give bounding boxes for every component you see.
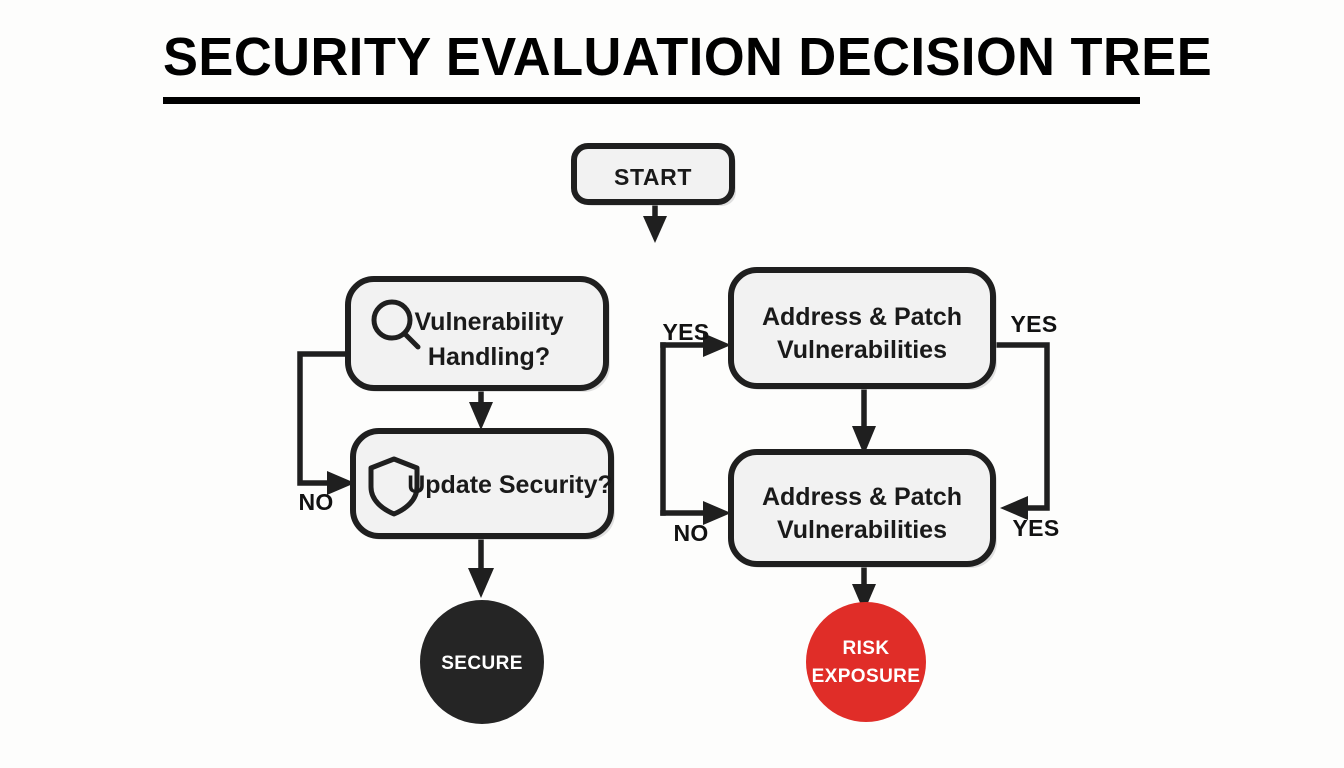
node-update-security[interactable]: Update Security?	[350, 428, 615, 540]
edge-label-yes-top: YES	[663, 319, 710, 345]
node-address-patch-bottom-label-line1: Address & Patch	[762, 483, 962, 511]
connector-no-to-address-bottom	[660, 501, 731, 525]
connector-vuln-to-update	[469, 385, 493, 430]
search-icon	[371, 299, 421, 350]
edge-label-no-left: NO	[298, 489, 333, 515]
node-update-security-label: Update Security?	[407, 471, 613, 499]
node-address-patch-top[interactable]: Address & Patch Vulnerabilities	[728, 267, 997, 390]
title-block: SECURITY EVALUATION DECISION TREE	[163, 26, 1213, 104]
node-start-label: START	[614, 164, 692, 190]
shield-icon	[368, 456, 420, 517]
node-address-patch-bottom[interactable]: Address & Patch Vulnerabilities	[728, 449, 997, 568]
node-risk-exposure-terminal[interactable]: RISK EXPOSURE	[806, 602, 926, 722]
node-address-patch-top-label-line1: Address & Patch	[762, 303, 962, 331]
page-title: SECURITY EVALUATION DECISION TREE	[163, 27, 1213, 87]
connector-address-top-to-bottom	[852, 387, 876, 455]
node-address-patch-bottom-label-line2: Vulnerabilities	[777, 516, 947, 544]
connector-yes-right-loop	[994, 342, 1050, 520]
connector-no-left-loop	[297, 351, 355, 495]
title-underline-rule	[163, 97, 1140, 104]
connector-start-down	[643, 202, 667, 243]
edge-label-yes-right-lower: YES	[1013, 515, 1060, 541]
node-secure-label: SECURE	[441, 653, 523, 674]
connector-update-to-secure	[468, 537, 494, 598]
edge-label-yes-right-upper: YES	[1011, 311, 1058, 337]
node-risk-exposure-label-line1: RISK	[843, 638, 890, 659]
node-secure-terminal[interactable]: SECURE	[420, 600, 544, 724]
connector-yes-to-address-top	[660, 333, 731, 516]
node-risk-exposure-label-line2: EXPOSURE	[812, 666, 921, 687]
node-vulnerability-handling-label-line1: Vulnerability	[414, 308, 563, 336]
node-vulnerability-handling-label-line2: Handling?	[428, 343, 550, 371]
node-address-patch-top-label-line2: Vulnerabilities	[777, 336, 947, 364]
node-vulnerability-handling[interactable]: Vulnerability Handling?	[345, 276, 610, 392]
edge-label-no-bottom: NO	[673, 520, 708, 546]
node-start[interactable]: START	[571, 143, 736, 206]
